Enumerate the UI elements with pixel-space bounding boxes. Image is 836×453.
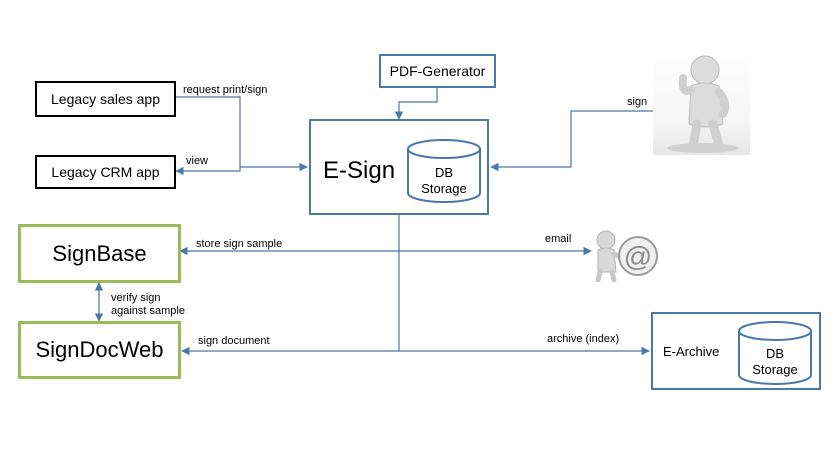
esign-db-cylinder bbox=[407, 139, 481, 203]
earchive-db-line1: DB bbox=[765, 346, 785, 361]
earchive-box: E-Archive DB Storage bbox=[651, 312, 821, 390]
earchive-db-line2: Storage bbox=[752, 362, 798, 377]
signbase-label: SignBase bbox=[52, 240, 147, 266]
pdf-generator-label: PDF-Generator bbox=[389, 63, 486, 79]
signdocweb-label: SignDocWeb bbox=[35, 337, 164, 362]
svg-text:@: @ bbox=[624, 241, 652, 272]
edge-request bbox=[176, 96, 308, 172]
legacy-crm-app-box: Legacy CRM app bbox=[35, 155, 176, 189]
label-view: view bbox=[186, 155, 209, 167]
label-archive: archive (index) bbox=[547, 333, 620, 345]
esign-db-line1: DB bbox=[434, 165, 454, 180]
legacy-sales-app-box: Legacy sales app bbox=[35, 81, 176, 117]
earchive-db-cylinder bbox=[738, 321, 812, 385]
signdocweb-box: SignDocWeb bbox=[18, 321, 181, 379]
person-thumbs-up-icon bbox=[653, 48, 750, 155]
label-verify-line1: verify sign bbox=[111, 292, 161, 304]
label-verify-line2: against sample bbox=[111, 305, 185, 317]
label-request: request print/sign bbox=[183, 84, 268, 96]
edge-pdf bbox=[394, 87, 438, 120]
esign-db-line2: Storage bbox=[421, 181, 467, 196]
earchive-label: E-Archive bbox=[663, 344, 720, 359]
pdf-generator-box: PDF-Generator bbox=[379, 54, 496, 88]
person-email-icon: @ bbox=[588, 226, 662, 283]
label-sign-document: sign document bbox=[198, 335, 270, 347]
esign-box: E-Sign DB Storage bbox=[309, 119, 489, 215]
signbase-box: SignBase bbox=[18, 224, 181, 283]
label-store-sample: store sign sample bbox=[196, 238, 283, 250]
edge-sign bbox=[490, 110, 655, 172]
label-email: email bbox=[545, 233, 572, 245]
legacy-crm-app-label: Legacy CRM app bbox=[51, 164, 160, 180]
edge-view bbox=[175, 166, 241, 176]
esign-label: E-Sign bbox=[323, 157, 396, 184]
label-sign: sign bbox=[627, 96, 648, 108]
legacy-sales-app-label: Legacy sales app bbox=[51, 91, 160, 107]
